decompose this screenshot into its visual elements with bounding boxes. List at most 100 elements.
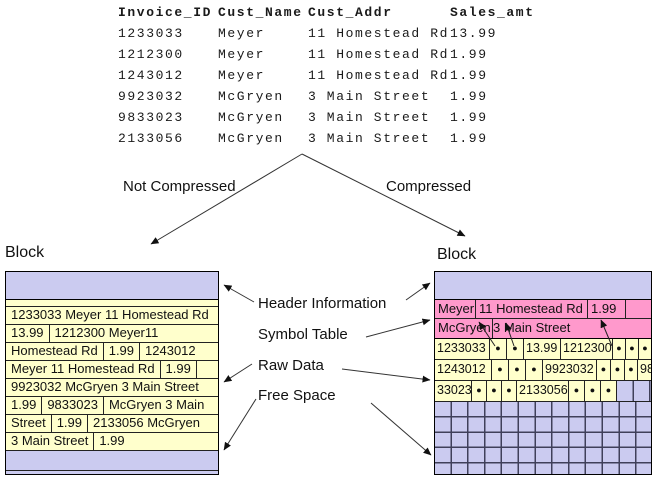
cell: 2133056 xyxy=(118,131,184,146)
annotation-raw-data: Raw Data xyxy=(258,357,324,374)
arrow-symbol-table-right xyxy=(365,318,431,338)
data-segment-empty xyxy=(195,361,218,378)
symbol-cell: Meyer xyxy=(438,301,475,316)
annotation-free-space: Free Space xyxy=(258,387,336,404)
table-header-row: Invoice_ID Cust_Name Cust_Addr Sales_amt xyxy=(118,2,535,23)
cell: 1243012 xyxy=(118,68,184,83)
cell: 11 Homestead Rd xyxy=(308,68,450,83)
table-row: 1212300 Meyer 11 Homestead Rd 1.99 xyxy=(118,44,535,65)
data-cell: 13.99 xyxy=(523,338,560,359)
symbol-table-row: McGryen 3 Main Street xyxy=(435,319,651,339)
left-header-band xyxy=(6,272,218,300)
arrow-free-space-right xyxy=(370,402,432,456)
symbol-ref-bullet: ● xyxy=(501,380,516,401)
column-header: Cust_Name xyxy=(218,5,303,20)
data-segment: 1.99 xyxy=(102,343,139,360)
arrow-raw-data-left xyxy=(223,363,253,383)
raw-data-row: 1233033 Meyer 11 Homestead Rd xyxy=(6,307,218,325)
cell: 3 Main Street xyxy=(308,89,431,104)
raw-data-row: 3 Main Street 1.99 xyxy=(6,433,218,451)
data-segment: 1233033 Meyer 11 Homestead Rd xyxy=(11,307,209,322)
cell: 3 Main Street xyxy=(308,131,431,146)
right-header-band xyxy=(435,272,651,300)
raw-data-row: Meyer 11 Homestead Rd 1.99 xyxy=(6,361,218,379)
symbol-ref-bullet: ● xyxy=(486,380,501,401)
symbol-ref-bullet: ● xyxy=(471,380,486,401)
data-segment: 1.99 xyxy=(11,397,37,412)
symbol-ref-bullet: ● xyxy=(491,359,508,380)
data-segment: 1.99 xyxy=(50,415,87,432)
symbol-cell: 11 Homestead Rd xyxy=(475,300,587,318)
source-table: Invoice_ID Cust_Name Cust_Addr Sales_amt… xyxy=(118,2,535,149)
column-header: Sales_amt xyxy=(450,5,535,20)
data-segment: Homestead Rd xyxy=(11,343,98,358)
free-space-tail xyxy=(616,380,651,401)
cell: 1.99 xyxy=(450,89,488,104)
uncompressed-block: 1233033 Meyer 11 Homestead Rd 13.99 1212… xyxy=(5,271,219,475)
right-block-title: Block xyxy=(437,246,477,263)
symbol-table-row: Meyer 11 Homestead Rd 1.99 xyxy=(435,300,651,319)
data-segment: 1.99 xyxy=(159,361,196,378)
data-cell: 1243012 xyxy=(435,359,491,380)
compressed-data-row: 33023 ● ● ● 2133056 ● ● ● xyxy=(435,380,651,402)
data-cell: 1233033 xyxy=(435,338,489,359)
table-row: 9923032 McGryen 3 Main Street 1.99 xyxy=(118,86,535,107)
data-cell: 9923032 xyxy=(542,359,596,380)
data-segment: 9833023 xyxy=(41,397,103,414)
cell: 13.99 xyxy=(450,26,498,41)
cell: 1.99 xyxy=(450,110,488,125)
data-segment: McGryen 3 Main xyxy=(102,397,209,414)
table-row: 9833023 McGryen 3 Main Street 1.99 xyxy=(118,107,535,128)
table-row: 2133056 McGryen 3 Main Street 1.99 xyxy=(118,128,535,149)
symbol-cell: McGryen xyxy=(438,320,491,335)
raw-data-row: 13.99 1212300 Meyer11 xyxy=(6,325,218,343)
right-free-space-grid xyxy=(435,401,651,474)
annotation-header-information: Header Information xyxy=(258,295,387,312)
symbol-ref-bullet: ● xyxy=(610,359,624,380)
data-cell: 1212300 xyxy=(560,338,612,359)
data-cell: 33023 xyxy=(435,380,471,401)
symbol-ref-bullet: ● xyxy=(508,359,525,380)
arrow-header-information-right xyxy=(405,282,431,301)
cell: 9923032 xyxy=(118,89,184,104)
arrow-compressed xyxy=(301,153,466,237)
cell: McGryen xyxy=(218,89,284,104)
raw-data-row: 1.99 9833023 McGryen 3 Main xyxy=(6,397,218,415)
symbol-ref-bullet: ● xyxy=(600,380,616,401)
raw-data-row: Homestead Rd 1.99 1243012 xyxy=(6,343,218,361)
compressed-block: Meyer 11 Homestead Rd 1.99 McGryen 3 Mai… xyxy=(434,271,652,475)
table-row: 1233033 Meyer 11 Homestead Rd 13.99 xyxy=(118,23,535,44)
data-cell: 2133056 xyxy=(516,380,568,401)
data-segment: 1243012 xyxy=(139,343,201,360)
cell: Meyer xyxy=(218,47,266,62)
arrow-raw-data-right xyxy=(341,368,431,383)
data-segment: 13.99 xyxy=(11,325,44,340)
data-segment: 9923032 McGryen 3 Main Street xyxy=(11,379,199,394)
symbol-ref-bullet: ● xyxy=(596,359,610,380)
symbol-ref-bullet: ● xyxy=(612,338,625,359)
cell: 11 Homestead Rd xyxy=(308,26,450,41)
arrow-header-information-left xyxy=(223,284,255,303)
branch-label-not-compressed: Not Compressed xyxy=(123,178,236,195)
data-segment: Street xyxy=(11,415,46,430)
branch-label-compressed: Compressed xyxy=(386,178,472,195)
symbol-cell: 1.99 xyxy=(587,300,625,318)
raw-data-row: 9923032 McGryen 3 Main Street xyxy=(6,379,218,397)
data-segment: 1.99 xyxy=(93,433,129,450)
left-row-spacer xyxy=(6,300,218,307)
cell: 1212300 xyxy=(118,47,184,62)
cell: McGryen xyxy=(218,131,284,146)
cell: 1.99 xyxy=(450,47,488,62)
symbol-ref-bullet: ● xyxy=(506,338,523,359)
cell: 1233033 xyxy=(118,26,184,41)
left-free-space-band xyxy=(6,451,218,471)
compressed-data-row: 1233033 ● ● 13.99 1212300 ● ● ● xyxy=(435,338,651,360)
column-header: Invoice_ID xyxy=(118,5,213,20)
column-header: Cust_Addr xyxy=(308,5,393,20)
cell: 9833023 xyxy=(118,110,184,125)
data-segment: 3 Main Street xyxy=(11,433,89,448)
cell: 1.99 xyxy=(450,131,488,146)
annotation-symbol-table: Symbol Table xyxy=(258,326,348,343)
symbol-ref-bullet: ● xyxy=(638,338,651,359)
